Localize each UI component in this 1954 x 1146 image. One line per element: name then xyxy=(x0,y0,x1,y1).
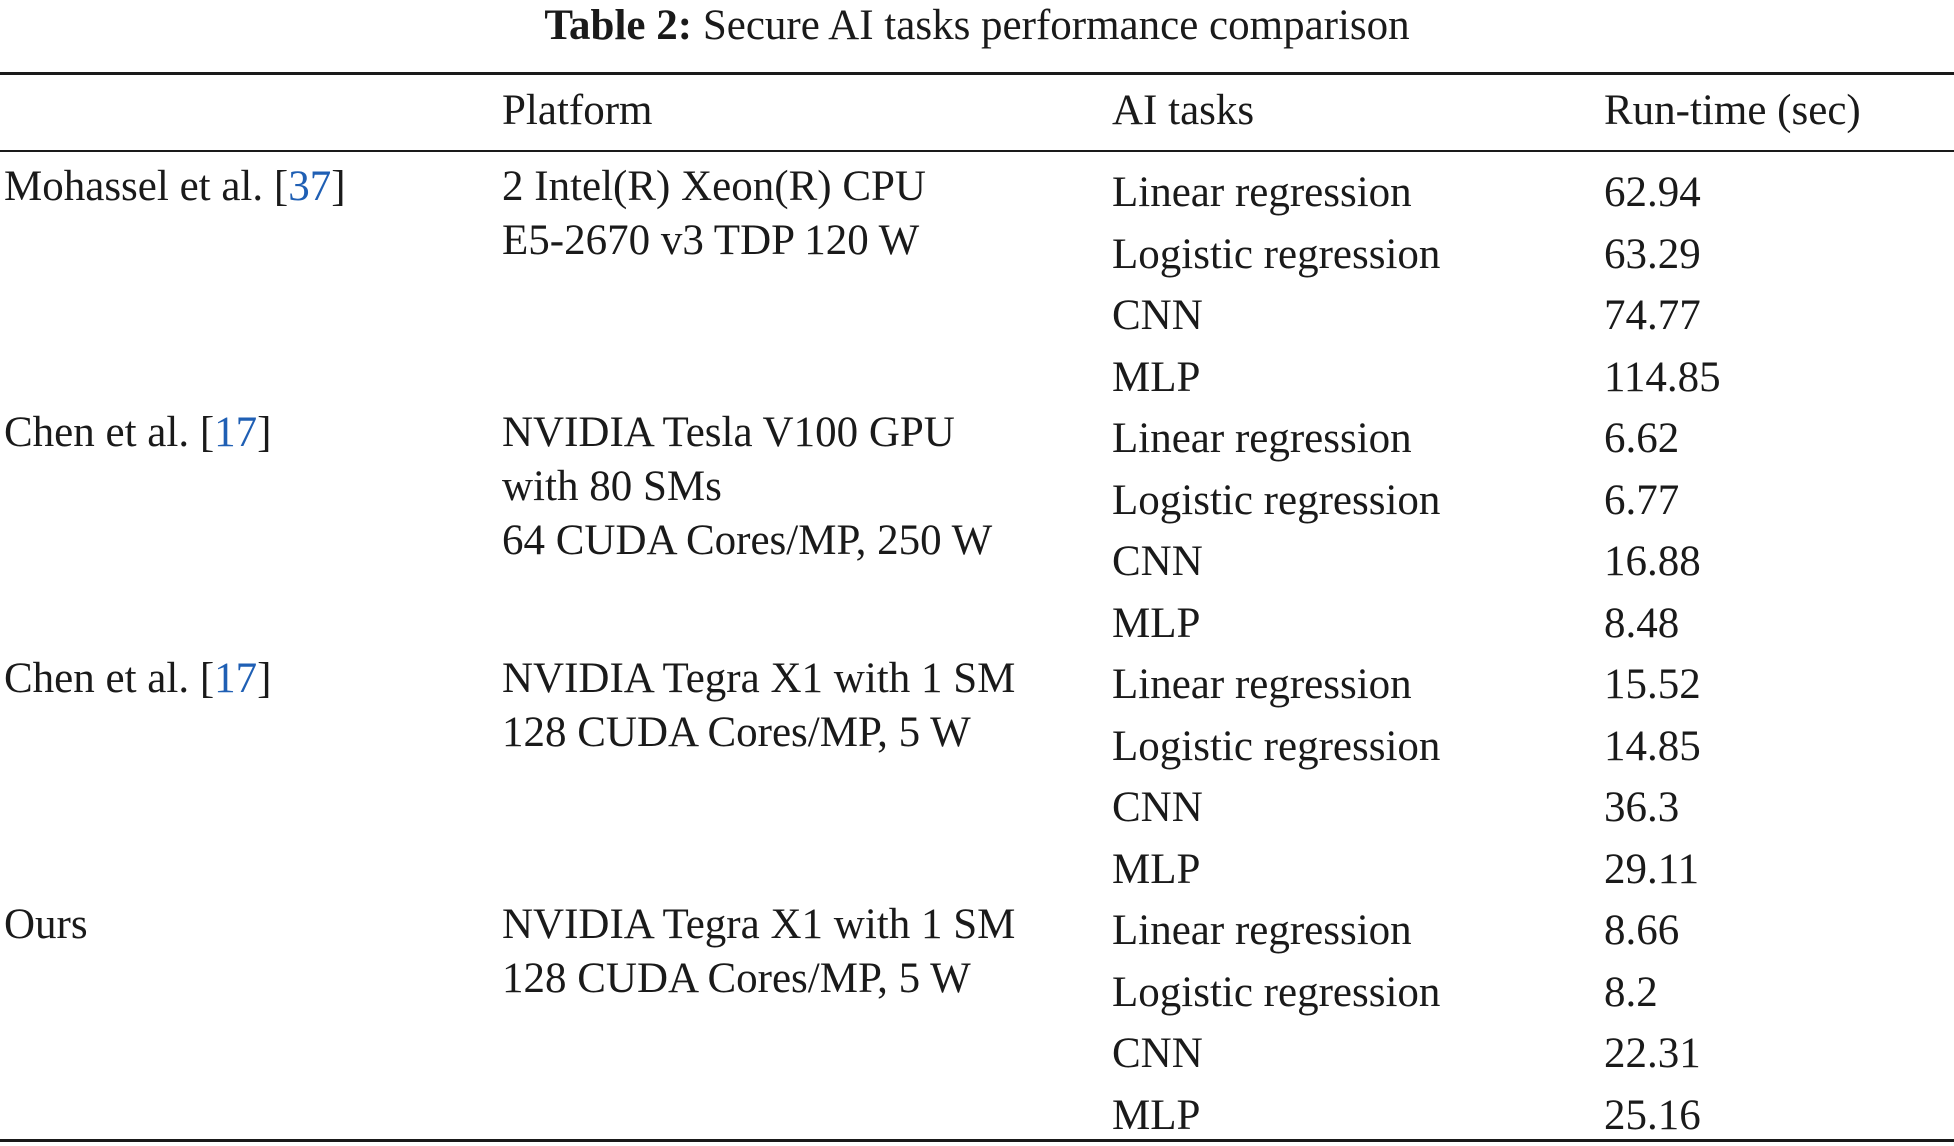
runtime-value: 22.31 xyxy=(1604,1030,1701,1077)
runtime-cell: 6.62 6.77 16.88 8.48 xyxy=(1604,408,1701,654)
header-run-time: Run-time (sec) xyxy=(1604,87,1861,134)
method-bracket: ] xyxy=(257,409,272,456)
task-name: Linear regression xyxy=(1112,169,1412,216)
task-name: MLP xyxy=(1112,1091,1201,1139)
citation-link[interactable]: 17 xyxy=(214,409,258,456)
platform-line: 2 Intel(R) Xeon(R) CPU xyxy=(502,163,926,210)
runtime-value: 8.2 xyxy=(1604,968,1658,1016)
platform-line: NVIDIA Tesla V100 GPU xyxy=(502,409,955,456)
method-cell: Chen et al. [17] xyxy=(4,652,271,706)
platform-cell: 2 Intel(R) Xeon(R) CPU E5-2670 v3 TDP 12… xyxy=(502,160,926,268)
task-name: CNN xyxy=(1112,292,1203,339)
table-caption-text: Secure AI tasks performance comparison xyxy=(702,2,1410,49)
task-name: MLP xyxy=(1112,353,1201,401)
task-name: Logistic regression xyxy=(1112,722,1441,770)
task-name: Linear regression xyxy=(1112,415,1412,462)
task-name: Linear regression xyxy=(1112,661,1412,708)
task-name: CNN xyxy=(1112,538,1203,585)
header-rule xyxy=(0,150,1954,152)
method-cell: Mohassel et al. [37] xyxy=(4,160,346,214)
runtime-value: 63.29 xyxy=(1604,230,1701,278)
runtime-value: 6.62 xyxy=(1604,415,1680,462)
platform-cell: NVIDIA Tegra X1 with 1 SM 128 CUDA Cores… xyxy=(502,898,1015,1006)
platform-line: 128 CUDA Cores/MP, 5 W xyxy=(502,955,971,1002)
runtime-value: 114.85 xyxy=(1604,353,1721,401)
header-ai-tasks: AI tasks xyxy=(1112,87,1255,134)
runtime-cell: 8.66 8.2 22.31 25.16 xyxy=(1604,900,1701,1146)
task-name: Linear regression xyxy=(1112,907,1412,954)
method-name: Chen et al. [ xyxy=(4,655,215,702)
citation-link[interactable]: 17 xyxy=(214,655,258,702)
table-caption-label: Table 2: xyxy=(544,2,693,49)
platform-line: 64 CUDA Cores/MP, 250 W xyxy=(502,517,993,564)
bottom-rule xyxy=(0,1139,1954,1142)
citation-link[interactable]: 37 xyxy=(288,163,332,210)
runtime-cell: 62.94 63.29 74.77 114.85 xyxy=(1604,162,1721,408)
task-name: CNN xyxy=(1112,1030,1203,1077)
runtime-value: 15.52 xyxy=(1604,661,1701,708)
top-rule xyxy=(0,72,1954,75)
task-name: CNN xyxy=(1112,784,1203,831)
runtime-value: 14.85 xyxy=(1604,722,1701,770)
platform-line: with 80 SMs xyxy=(502,463,722,510)
task-name: Logistic regression xyxy=(1112,476,1441,524)
task-name: MLP xyxy=(1112,599,1201,647)
method-bracket: ] xyxy=(257,655,272,702)
runtime-value: 29.11 xyxy=(1604,845,1700,893)
runtime-cell: 15.52 14.85 36.3 29.11 xyxy=(1604,654,1701,900)
method-cell: Chen et al. [17] xyxy=(4,406,271,460)
platform-line: E5-2670 v3 TDP 120 W xyxy=(502,217,920,264)
header-platform: Platform xyxy=(502,87,653,134)
runtime-value: 74.77 xyxy=(1604,292,1701,339)
platform-line: NVIDIA Tegra X1 with 1 SM xyxy=(502,655,1016,702)
tasks-cell: Linear regression Logistic regression CN… xyxy=(1112,900,1440,1146)
platform-cell: NVIDIA Tesla V100 GPU with 80 SMs 64 CUD… xyxy=(502,406,992,568)
tasks-cell: Linear regression Logistic regression CN… xyxy=(1112,654,1440,900)
task-name: Logistic regression xyxy=(1112,230,1441,278)
tasks-cell: Linear regression Logistic regression CN… xyxy=(1112,162,1440,408)
runtime-value: 25.16 xyxy=(1604,1091,1701,1139)
platform-line: NVIDIA Tegra X1 with 1 SM xyxy=(502,901,1016,948)
platform-line: 128 CUDA Cores/MP, 5 W xyxy=(502,709,971,756)
tasks-cell: Linear regression Logistic regression CN… xyxy=(1112,408,1440,654)
runtime-value: 16.88 xyxy=(1604,538,1701,585)
task-name: MLP xyxy=(1112,845,1201,893)
table-caption: Table 2: Secure AI tasks performance com… xyxy=(0,0,1954,52)
method-name: Chen et al. [ xyxy=(4,409,215,456)
method-bracket: ] xyxy=(331,163,346,210)
runtime-value: 8.66 xyxy=(1604,907,1680,954)
platform-cell: NVIDIA Tegra X1 with 1 SM 128 CUDA Cores… xyxy=(502,652,1015,760)
runtime-value: 6.77 xyxy=(1604,476,1680,524)
task-name: Logistic regression xyxy=(1112,968,1441,1016)
runtime-value: 36.3 xyxy=(1604,784,1680,831)
method-name: Ours xyxy=(4,901,88,948)
runtime-value: 62.94 xyxy=(1604,169,1701,216)
method-cell: Ours xyxy=(4,898,88,952)
method-name: Mohassel et al. [ xyxy=(4,163,289,210)
runtime-value: 8.48 xyxy=(1604,599,1680,647)
